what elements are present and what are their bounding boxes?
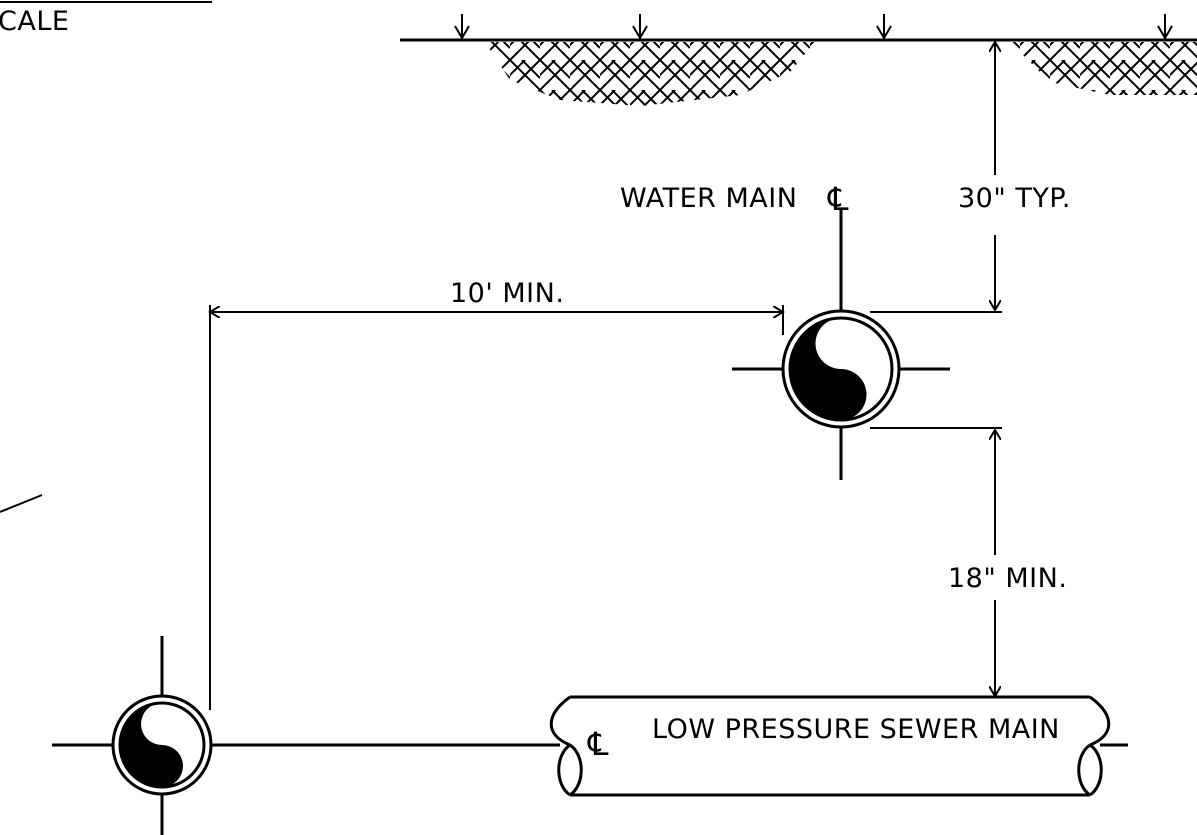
water-main-section: WATER MAIN ℄: [620, 180, 950, 480]
water-main-label: WATER MAIN: [620, 183, 797, 214]
cover-dimension-label: 30" TYP.: [958, 183, 1071, 214]
partial-scale-label: CALE: [0, 6, 69, 37]
horizontal-dimension: 10' MIN.: [210, 278, 783, 710]
water-main-yin-yang: [790, 318, 867, 420]
cover-dimension: 30" TYP.: [870, 42, 1071, 313]
soil-hatch-right: [1010, 42, 1197, 95]
left-pipe-yin-yang: [120, 703, 183, 787]
sewer-main-pipe: ℄ LOW PRESSURE SEWER MAIN: [549, 695, 1111, 797]
water-main-centerline-symbol: ℄: [827, 180, 849, 218]
vertical-dimension: 18" MIN.: [870, 427, 1067, 696]
horizontal-dimension-label: 10' MIN.: [450, 278, 564, 309]
stray-leader-line: [0, 494, 43, 513]
soil-hatch-left: [485, 42, 815, 106]
vertical-dimension-label: 18" MIN.: [948, 563, 1067, 594]
sewer-main-label: LOW PRESSURE SEWER MAIN: [652, 714, 1060, 745]
ground-surface: [400, 14, 1197, 106]
left-pipe-section: [52, 636, 1128, 835]
surface-markers: [454, 14, 1173, 40]
sewer-centerline-symbol: ℄: [587, 725, 609, 763]
